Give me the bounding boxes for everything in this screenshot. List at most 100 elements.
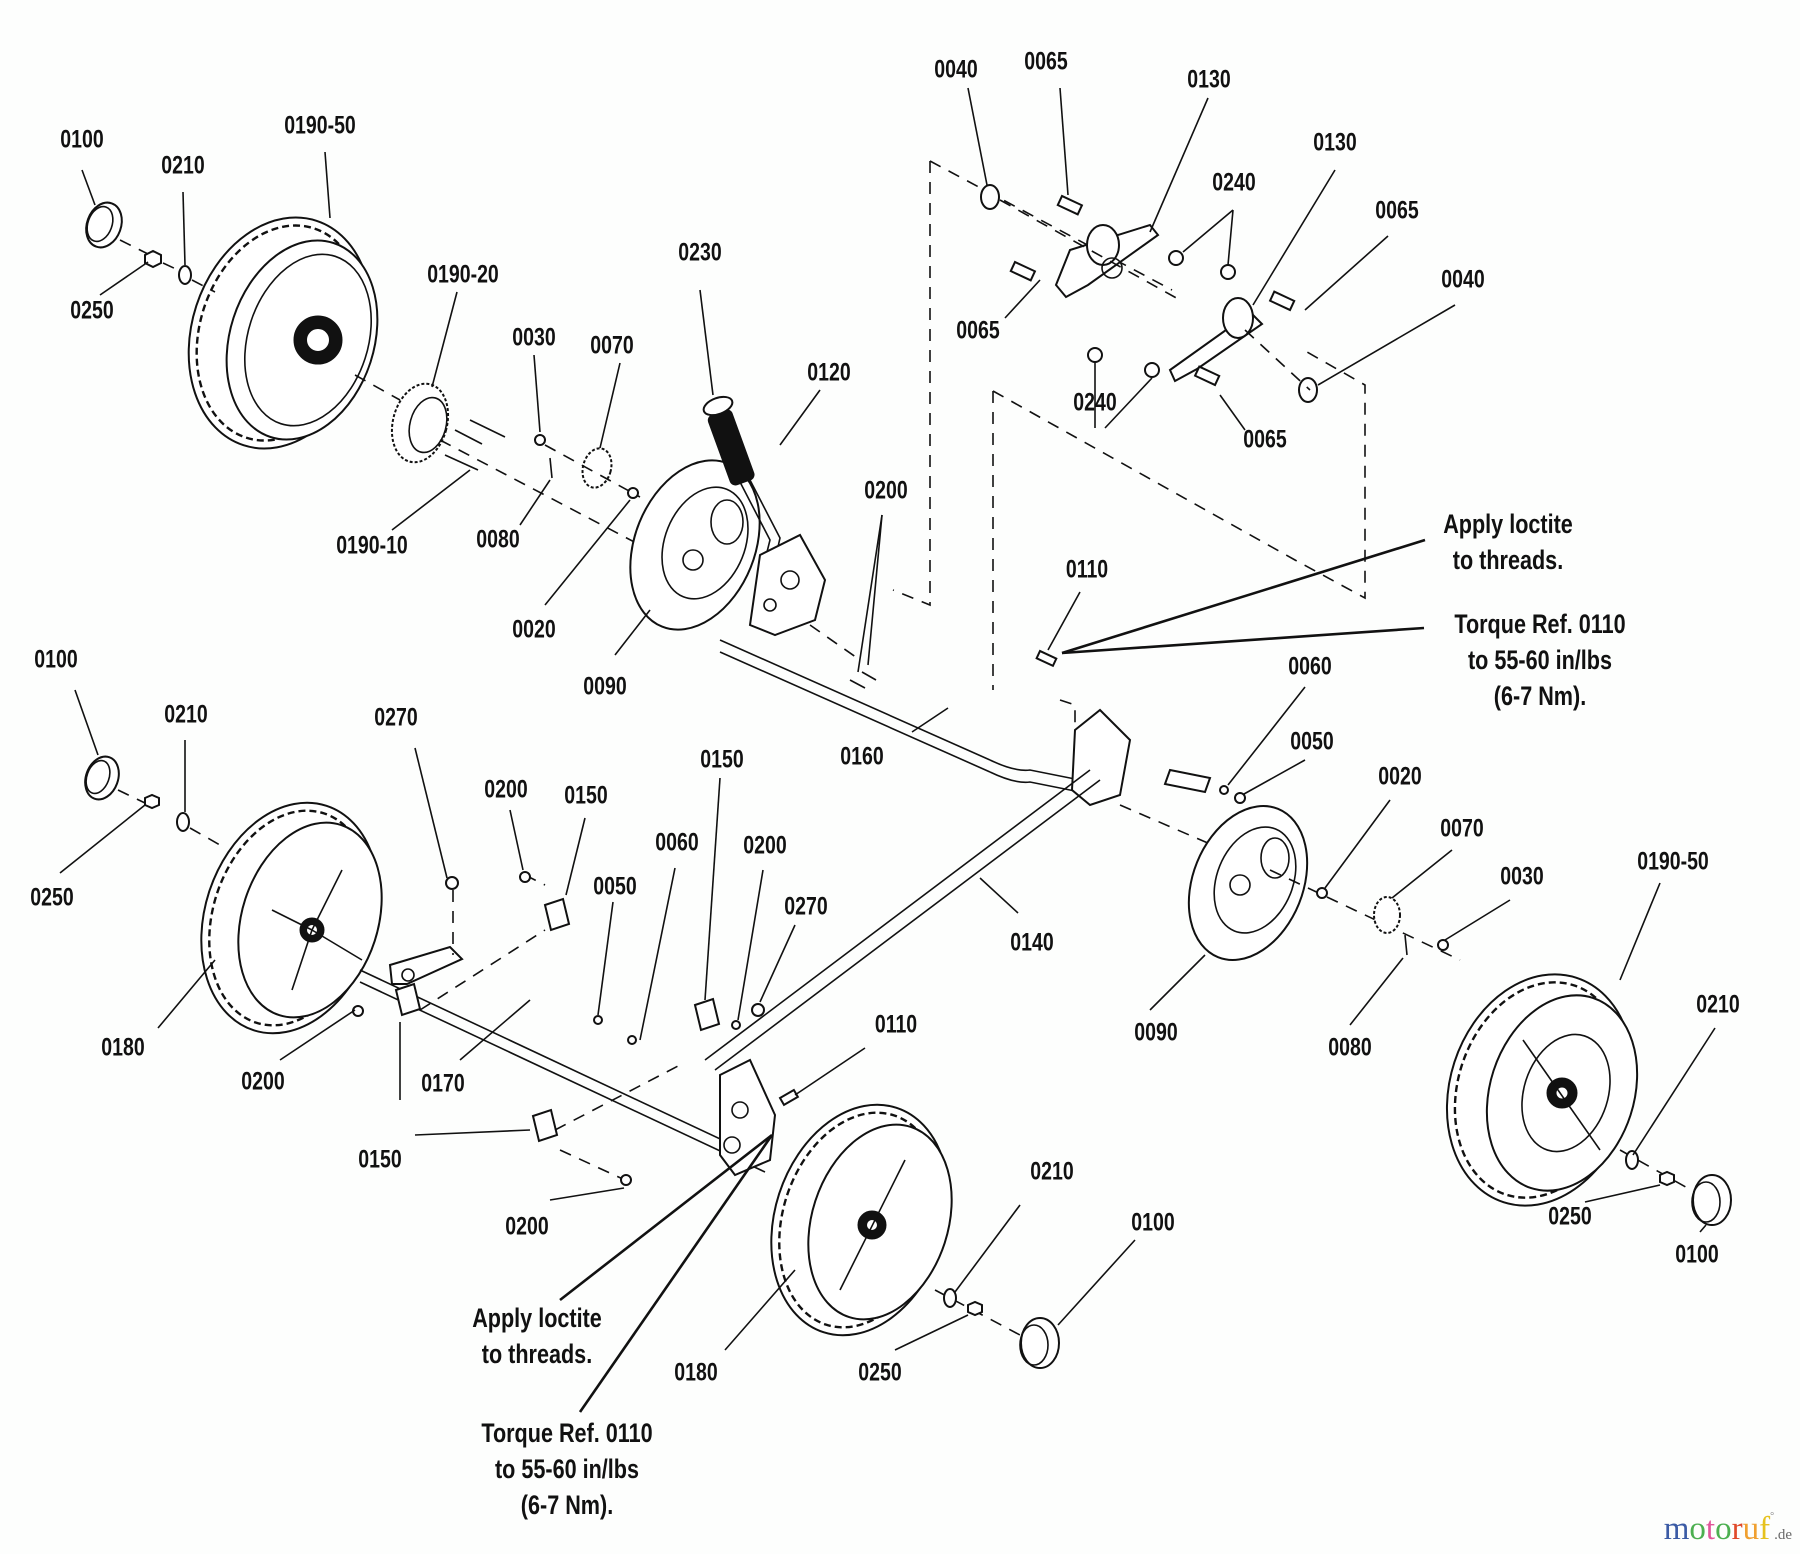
part-label: 0065 bbox=[1375, 196, 1419, 225]
note-loctite-upper: Apply loctite to threads. bbox=[1443, 506, 1573, 578]
hub-cap-left bbox=[84, 755, 120, 801]
part-label: 0190-50 bbox=[284, 111, 356, 140]
part-label: 0190-20 bbox=[427, 260, 499, 289]
part-label: 0270 bbox=[374, 703, 418, 732]
part-label: 0210 bbox=[1030, 1157, 1074, 1186]
hub-cap-front bbox=[1019, 1317, 1060, 1369]
assembly-guides bbox=[892, 160, 1366, 740]
part-label: 0100 bbox=[34, 645, 78, 674]
part-label: 0180 bbox=[674, 1358, 718, 1387]
part-label: 0020 bbox=[512, 615, 556, 644]
logo-letter: o bbox=[1715, 1511, 1732, 1547]
leader-lines bbox=[59, 87, 1716, 1351]
pinion-0070-right bbox=[1373, 896, 1401, 934]
part-label: 0065 bbox=[1243, 425, 1287, 454]
part-label: 0030 bbox=[512, 323, 556, 352]
bracket-0150-b bbox=[394, 982, 422, 1017]
part-label: 0200 bbox=[864, 476, 908, 505]
part-label: 0020 bbox=[1378, 762, 1422, 791]
clip-0030-upper bbox=[534, 434, 546, 446]
note-line: (6-7 Nm). bbox=[1493, 681, 1587, 711]
note-line: Apply loctite bbox=[1443, 509, 1573, 539]
part-label: 0230 bbox=[678, 238, 722, 267]
part-label: 0040 bbox=[1441, 265, 1485, 294]
note-line: to threads. bbox=[1452, 545, 1564, 575]
part-label: 0170 bbox=[421, 1069, 465, 1098]
part-label: 0090 bbox=[583, 672, 627, 701]
part-label: 0120 bbox=[807, 358, 851, 387]
part-label: 0210 bbox=[164, 700, 208, 729]
part-label: 0130 bbox=[1313, 128, 1357, 157]
logo-letter: t bbox=[1705, 1511, 1716, 1547]
logo-suffix: .de bbox=[1774, 1527, 1792, 1543]
bracket-right bbox=[1070, 708, 1132, 807]
logo-letter: m bbox=[1663, 1511, 1690, 1547]
part-label: 0210 bbox=[161, 151, 205, 180]
hub-cap-right bbox=[1691, 1174, 1732, 1226]
part-label: 0100 bbox=[1675, 1240, 1719, 1269]
logo-letter: o bbox=[1689, 1511, 1706, 1547]
part-label: 0200 bbox=[743, 831, 787, 860]
wheel-upper-left bbox=[187, 216, 379, 450]
part-label: 0050 bbox=[593, 872, 637, 901]
wheel-left-0180 bbox=[200, 801, 383, 1035]
bracket-upper bbox=[748, 533, 827, 637]
bolt-0110-upper bbox=[1035, 649, 1058, 668]
drive-plate-0090-right bbox=[1187, 805, 1309, 961]
part-label: 0250 bbox=[858, 1358, 902, 1387]
hub-cap-upper-left bbox=[85, 201, 123, 249]
part-label: 0065 bbox=[956, 316, 1000, 345]
part-label: 0200 bbox=[241, 1067, 285, 1096]
part-label: 0130 bbox=[1187, 65, 1231, 94]
part-label: 0110 bbox=[1065, 555, 1109, 584]
part-label: 0070 bbox=[1440, 814, 1484, 843]
note-line: Torque Ref. 0110 bbox=[481, 1418, 653, 1448]
gear-0190-20 bbox=[390, 382, 450, 464]
part-label: 0150 bbox=[358, 1145, 402, 1174]
bracket-0150-a bbox=[543, 897, 571, 932]
axle-0140 bbox=[704, 769, 1101, 1071]
bracket-lower bbox=[719, 1058, 777, 1177]
part-label: 0060 bbox=[1288, 652, 1332, 681]
part-label: 0100 bbox=[1131, 1208, 1175, 1237]
part-label: 0150 bbox=[700, 745, 744, 774]
logo-letter: r bbox=[1731, 1511, 1743, 1547]
part-label: 0060 bbox=[655, 828, 699, 857]
part-label: 0190-10 bbox=[336, 531, 408, 560]
part-label: 0250 bbox=[30, 883, 74, 912]
note-torque-lower: Torque Ref. 0110 to 55-60 in/lbs (6-7 Nm… bbox=[481, 1415, 652, 1523]
part-label: 0080 bbox=[1328, 1033, 1372, 1062]
part-label: 0200 bbox=[505, 1212, 549, 1241]
logo-text: motoruf bbox=[1664, 1511, 1770, 1547]
note-line: Torque Ref. 0110 bbox=[1454, 609, 1626, 639]
note-line: Apply loctite bbox=[472, 1303, 602, 1333]
part-label: 0065 bbox=[1024, 47, 1068, 76]
washer-upper-left bbox=[178, 265, 192, 285]
part-label: 0140 bbox=[1010, 928, 1054, 957]
linkage-0130 bbox=[980, 184, 1318, 403]
logo-letter: u bbox=[1742, 1511, 1760, 1547]
axle-0160 bbox=[719, 639, 1081, 793]
note-loctite-lower: Apply loctite to threads. bbox=[472, 1300, 602, 1372]
part-label: 0110 bbox=[874, 1010, 918, 1039]
note-torque-upper: Torque Ref. 0110 to 55-60 in/lbs (6-7 Nm… bbox=[1454, 606, 1625, 714]
part-label: 0080 bbox=[476, 525, 520, 554]
nut-upper-left bbox=[144, 249, 162, 269]
bolt-0110-lower bbox=[778, 1088, 800, 1107]
part-label: 0240 bbox=[1212, 168, 1256, 197]
note-line: (6-7 Nm). bbox=[520, 1490, 614, 1520]
note-line: to 55-60 in/lbs bbox=[1467, 645, 1613, 675]
wheel-right bbox=[1445, 973, 1639, 1207]
part-label: 0030 bbox=[1500, 862, 1544, 891]
part-label: 0150 bbox=[564, 781, 608, 810]
note-line: to 55-60 in/lbs bbox=[494, 1454, 640, 1484]
part-label: 0160 bbox=[840, 742, 884, 771]
part-label: 0050 bbox=[1290, 727, 1334, 756]
wheel-front-0180 bbox=[770, 1103, 953, 1337]
note-leaders bbox=[559, 538, 1426, 1413]
part-label: 0070 bbox=[590, 331, 634, 360]
part-label: 0240 bbox=[1073, 388, 1117, 417]
part-label: 0200 bbox=[484, 775, 528, 804]
